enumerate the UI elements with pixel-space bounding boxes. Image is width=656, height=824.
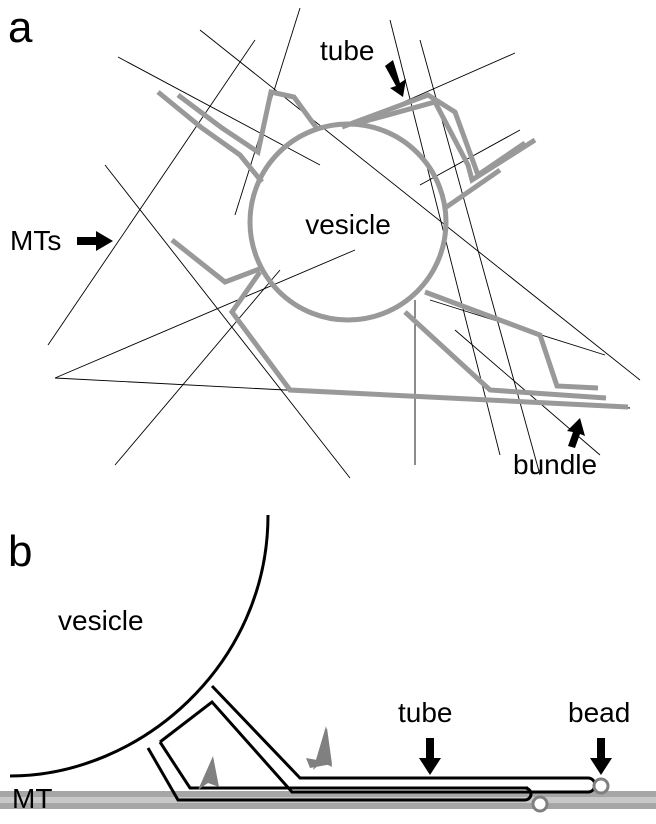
bundle-arrow-icon <box>567 418 585 448</box>
microtubule <box>114 269 281 466</box>
tube <box>443 167 502 211</box>
microtubule <box>117 56 321 166</box>
mts-label: MTs <box>10 225 61 256</box>
panel-b: b MT vesicle tube bead <box>0 514 656 814</box>
microtubule <box>54 249 356 379</box>
tube <box>354 99 537 184</box>
lower-tube-tip <box>524 786 533 802</box>
tube <box>424 289 599 391</box>
vesicle-label: vesicle <box>305 209 391 240</box>
panel-a: a vesicle <box>8 3 641 480</box>
lower-tube-wall-outer <box>146 747 525 802</box>
lower-tube-wall-inner <box>158 741 528 790</box>
arrowhead-icon <box>313 726 332 770</box>
panel-a-label: a <box>8 3 33 52</box>
bundle-label: bundle <box>513 449 597 480</box>
tube-arrow-icon-b <box>419 738 441 775</box>
lower-tube <box>146 741 549 813</box>
tube <box>176 89 321 157</box>
mts-arrow-icon <box>77 231 113 251</box>
tube-label: tube <box>320 35 375 66</box>
mt-label: MT <box>12 783 52 814</box>
bead-label: bead <box>568 697 630 728</box>
tube <box>403 310 607 401</box>
arrowhead-icon <box>198 756 219 790</box>
upper-tube-wall-outer <box>210 684 588 780</box>
panel-b-label: b <box>8 527 32 576</box>
microtubule <box>47 39 256 346</box>
tube <box>228 270 629 410</box>
bead-arrow-icon <box>590 738 612 775</box>
microtubules <box>47 7 641 479</box>
tube <box>170 238 263 285</box>
tube-arrow-icon <box>385 60 406 97</box>
microtubule <box>199 29 641 381</box>
tube-label-b: tube <box>398 697 453 728</box>
microtubule <box>104 164 351 479</box>
membrane-tubes <box>156 89 629 410</box>
upper-tube <box>159 684 610 795</box>
upper-tube-wall-inner <box>159 699 588 794</box>
vesicle-membrane <box>9 514 270 778</box>
tube <box>156 90 264 184</box>
vesicle-label-b: vesicle <box>58 605 144 636</box>
bead-lower <box>531 795 549 813</box>
bead-upper <box>592 777 610 795</box>
